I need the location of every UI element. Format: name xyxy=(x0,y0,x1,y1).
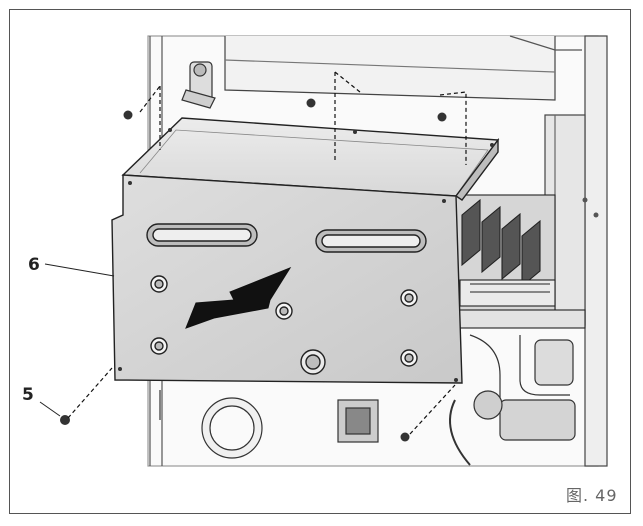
screw-icon xyxy=(437,112,447,122)
callout-leader-5 xyxy=(39,401,61,417)
assembly-guide-lines xyxy=(67,71,467,435)
lower-components xyxy=(159,334,576,466)
screw-icon xyxy=(60,415,70,425)
callout-leader-6 xyxy=(44,263,115,277)
fixing-screws xyxy=(60,98,447,442)
figure-frame xyxy=(9,9,631,514)
removal-direction-arrow xyxy=(185,266,292,329)
callout-6: 6 xyxy=(28,255,40,275)
screw-icon xyxy=(123,110,133,120)
figure-number: 图. 49 xyxy=(566,486,618,505)
callout-5: 5 xyxy=(22,385,34,405)
front-panel xyxy=(111,117,500,384)
screw-icon xyxy=(400,432,410,442)
screw-icon xyxy=(306,98,316,108)
upper-valve xyxy=(181,61,216,109)
burner-assembly xyxy=(454,194,586,329)
